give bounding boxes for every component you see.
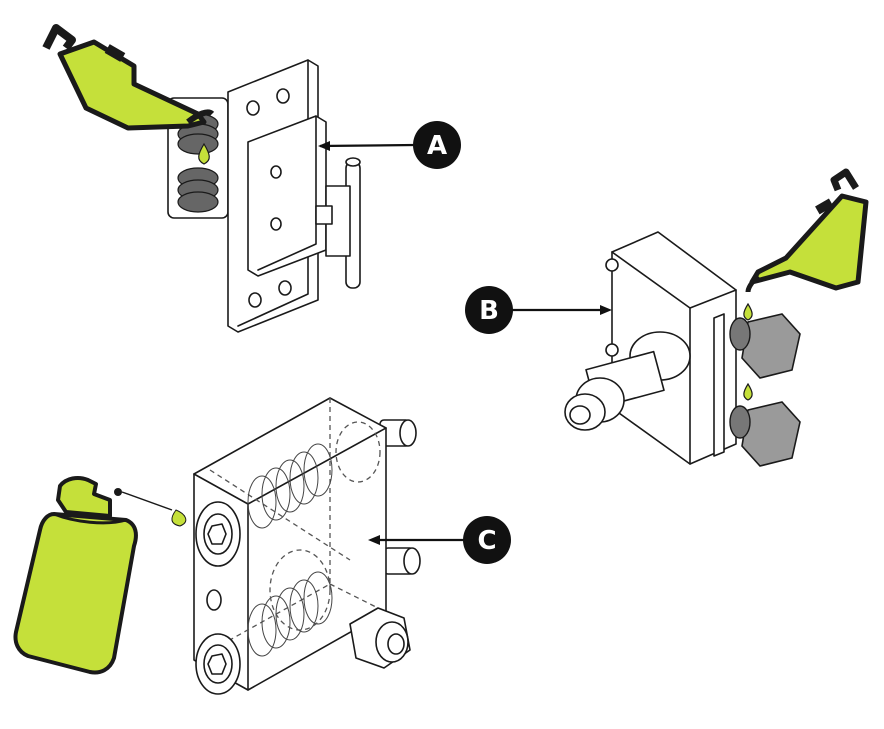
label-c-text: C <box>477 526 496 556</box>
hinge-pin-a <box>315 157 361 289</box>
oil-drop-icon <box>743 382 753 401</box>
assembly-c <box>193 397 421 695</box>
oil-drop-icon <box>198 142 210 165</box>
front-port-upper <box>195 501 241 567</box>
hex-bolt-lower <box>729 401 801 467</box>
plate-holes <box>246 88 292 308</box>
oil-drop-icon <box>743 302 753 321</box>
back-pins <box>379 419 421 575</box>
grease-bottle-icon <box>13 476 138 675</box>
front-port-lower <box>195 633 241 695</box>
hidden-spring-upper <box>247 421 381 529</box>
label-b-text: B <box>479 296 499 326</box>
label-c: C <box>368 516 511 564</box>
assembly-a <box>167 59 361 333</box>
side-nut-c <box>349 607 411 669</box>
label-b: B <box>465 286 612 334</box>
valve-stem-b <box>564 331 691 431</box>
assembly-b <box>564 231 801 467</box>
hex-bolt-upper <box>729 313 801 379</box>
label-a-text: A <box>427 131 447 161</box>
oil-drop-icon <box>171 509 187 527</box>
hidden-spring-lower <box>247 549 333 657</box>
oil-can-icon <box>745 168 869 293</box>
pad-a <box>247 115 327 277</box>
label-a: A <box>318 121 461 169</box>
oil-can-icon <box>42 24 215 131</box>
